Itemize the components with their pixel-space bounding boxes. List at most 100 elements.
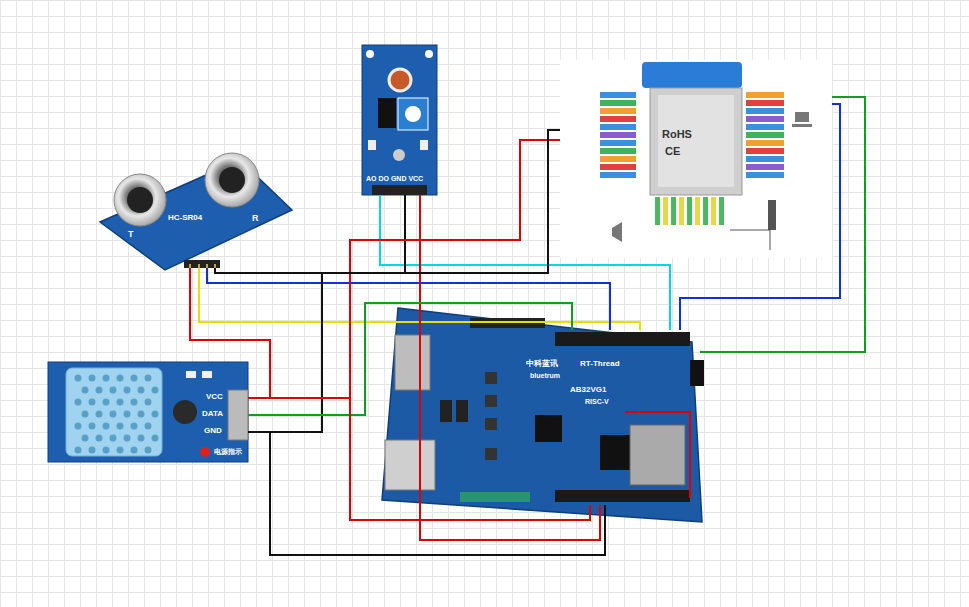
- module-label: DATA: [202, 410, 223, 419]
- module-label: AO DO GND VCC: [366, 175, 423, 183]
- pin-tag: [695, 197, 700, 225]
- sensor-hole: [131, 375, 138, 382]
- wire-line: [270, 130, 605, 555]
- sensor-hole: [124, 387, 131, 394]
- sensor-hole: [89, 399, 96, 406]
- wire: [680, 104, 840, 330]
- sensor-hole: [96, 411, 103, 418]
- pin-tag: [746, 156, 784, 162]
- pin-tag: [600, 116, 636, 122]
- wire: [207, 268, 610, 330]
- sensor-hole: [152, 435, 159, 442]
- module-label: RISC-V: [585, 398, 609, 406]
- pin-tag: [687, 197, 692, 225]
- wifi-module: [560, 60, 832, 258]
- pin-tag: [671, 197, 676, 225]
- sensor-hole: [82, 411, 89, 418]
- sensor-hole: [89, 375, 96, 382]
- sensor-hole: [75, 399, 82, 406]
- sensor-hole: [145, 447, 152, 454]
- pin-tag: [746, 132, 784, 138]
- sensor-hole: [117, 423, 124, 430]
- pin-tag: [600, 124, 636, 130]
- sensor-hole: [96, 387, 103, 394]
- pin-tag: [600, 172, 636, 178]
- pin-tag: [600, 132, 636, 138]
- pin-tag: [663, 197, 668, 225]
- sensor-hole: [131, 399, 138, 406]
- sensor-hole: [131, 423, 138, 430]
- module-label: GND: [204, 427, 222, 436]
- wire-line: [248, 398, 590, 520]
- sensor-hole: [110, 387, 117, 394]
- wire: [248, 398, 590, 520]
- sensor-hole: [103, 375, 110, 382]
- sensor-hole: [75, 375, 82, 382]
- sensor-hole: [89, 447, 96, 454]
- pin-tag: [600, 148, 636, 154]
- sensor-hole: [117, 399, 124, 406]
- pin-tag: [679, 197, 684, 225]
- module-label: R: [252, 214, 259, 224]
- sensor-hole: [82, 387, 89, 394]
- pin-tag: [746, 116, 784, 122]
- pin-tag: [746, 100, 784, 106]
- sensor-hole: [145, 399, 152, 406]
- wire-line: [420, 195, 600, 540]
- wire: [190, 268, 590, 520]
- light-sensor: [362, 45, 437, 195]
- wire-line: [215, 268, 605, 555]
- sensor-hole: [96, 435, 103, 442]
- module-box: AO DO GND VCC: [362, 45, 437, 195]
- sensor-hole: [103, 399, 110, 406]
- module-label: T: [128, 230, 134, 240]
- module-box: HC-SR04T R: [100, 150, 295, 268]
- pin-tag: [746, 140, 784, 146]
- sensor-hole: [124, 411, 131, 418]
- sensor-hole: [110, 435, 117, 442]
- module-label: HC-SR04: [168, 214, 202, 223]
- module-label: RoHS: [662, 128, 692, 140]
- wire: [380, 195, 670, 330]
- wire: [248, 432, 605, 555]
- wire-line: [207, 268, 610, 330]
- humidity-sensor: [48, 362, 248, 462]
- module-label: 中科蓝讯: [526, 360, 558, 369]
- pin-tag: [600, 100, 636, 106]
- wire-line: [190, 268, 590, 520]
- module-label: CE: [665, 145, 680, 157]
- wire-line: [350, 140, 590, 520]
- module-box: VCC DATA GND 电源指示: [48, 362, 248, 462]
- wire: [270, 195, 605, 555]
- sensor-hole: [145, 375, 152, 382]
- module-label: VCC: [206, 393, 223, 402]
- sensor-hole: [110, 411, 117, 418]
- pin-tag: [746, 92, 784, 98]
- pin-tag: [746, 108, 784, 114]
- sensor-hole: [103, 423, 110, 430]
- pin-tag: [655, 197, 660, 225]
- sensor-hole: [103, 447, 110, 454]
- wire: [420, 195, 600, 540]
- sensor-hole: [117, 447, 124, 454]
- pin-tag: [600, 140, 636, 146]
- module-box: 中科蓝讯RT-ThreadbluetrumAB32VG1RISC-V: [380, 330, 700, 505]
- wire-line: [248, 432, 605, 555]
- sensor-hole: [138, 435, 145, 442]
- module-label: 电源指示: [214, 448, 242, 456]
- dev-board: [382, 308, 704, 522]
- pin-tag: [746, 148, 784, 154]
- sensor-hole: [82, 435, 89, 442]
- sensor-hole: [117, 375, 124, 382]
- wire-line: [270, 195, 605, 555]
- sensor-hole: [152, 387, 159, 394]
- sensor-hole: [138, 387, 145, 394]
- pin-tag: [711, 197, 716, 225]
- sensor-hole: [131, 447, 138, 454]
- wire: [215, 268, 605, 555]
- pin-tag: [600, 108, 636, 114]
- pin-tag: [746, 124, 784, 130]
- pin-tag: [600, 164, 636, 170]
